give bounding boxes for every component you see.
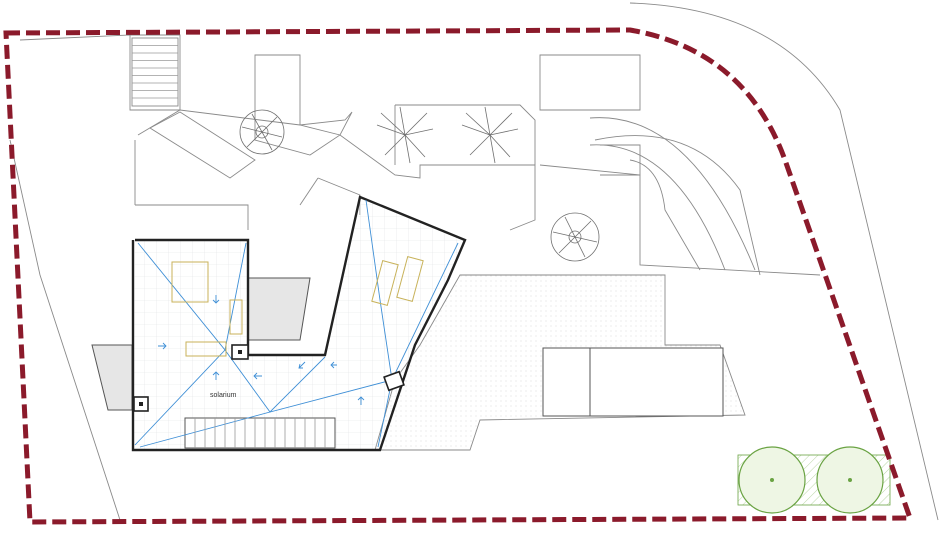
road-lines [9,2,939,521]
room-label: solarium [210,392,237,399]
pool-right [247,277,311,341]
plot-boundary [3,27,914,525]
palm-tree-1 [376,106,434,164]
tree-large-1 [737,446,891,514]
stone-terrace [374,274,746,451]
shrub-1 [239,109,285,155]
drain-icon [133,396,149,412]
slope-arrow-icon [158,295,365,405]
solarium-roof [131,195,467,452]
slope-lines [134,199,459,448]
pool-left [91,344,133,411]
stairs-bottom [194,418,326,448]
sun-lounger [171,256,424,357]
upper-buildings [129,34,821,276]
palm-tree-2 [461,106,519,164]
stairs-diagonal [149,111,256,179]
shrub-2 [550,212,600,262]
drain-icon [231,344,249,360]
stairs-top-left [131,37,179,107]
drain-icon [383,370,405,392]
stairs-right-curve [589,117,756,271]
